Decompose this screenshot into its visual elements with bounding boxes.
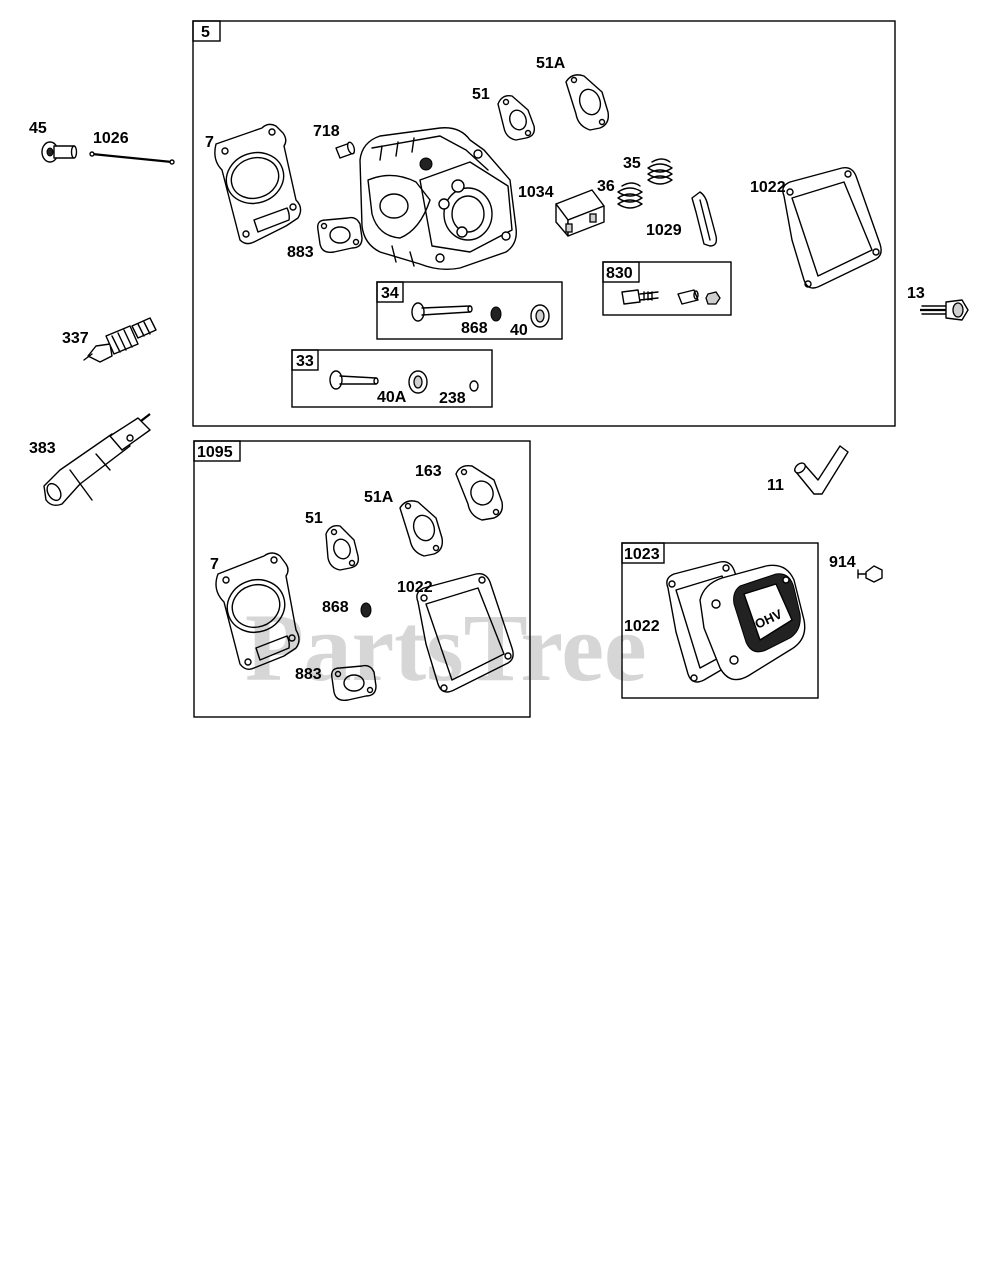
label-868[interactable]: 868 bbox=[461, 320, 488, 337]
label-35[interactable]: 35 bbox=[623, 155, 641, 172]
part-163-gasket-kit[interactable] bbox=[455, 464, 504, 521]
label-383[interactable]: 383 bbox=[29, 440, 56, 457]
part-238-valve-cap[interactable] bbox=[469, 380, 479, 392]
label-1022-cover[interactable]: 1022 bbox=[624, 618, 660, 635]
label-914[interactable]: 914 bbox=[829, 554, 856, 571]
label-718[interactable]: 718 bbox=[313, 123, 340, 140]
part-51A-gasket-kit[interactable] bbox=[399, 500, 444, 557]
group-34-tag[interactable]: 34 bbox=[381, 285, 399, 302]
group-5-tag[interactable]: 5 bbox=[201, 24, 210, 41]
group-830-tag[interactable]: 830 bbox=[606, 265, 633, 282]
part-868-valve-seal[interactable] bbox=[490, 306, 502, 322]
label-883-kit[interactable]: 883 bbox=[295, 666, 322, 683]
part-51A-insulator-gasket[interactable] bbox=[565, 74, 610, 131]
part-7-head-gasket-kit[interactable] bbox=[215, 552, 300, 671]
group-33: 33 bbox=[291, 349, 493, 408]
label-868-kit[interactable]: 868 bbox=[322, 599, 349, 616]
part-33-intake-valve[interactable] bbox=[329, 370, 379, 390]
label-45[interactable]: 45 bbox=[29, 120, 47, 137]
group-5: 5 bbox=[192, 20, 896, 427]
label-1026[interactable]: 1026 bbox=[93, 130, 129, 147]
part-718-dowel-pin[interactable] bbox=[335, 141, 356, 159]
label-40A[interactable]: 40A bbox=[377, 389, 407, 406]
part-883-gasket-kit[interactable] bbox=[330, 664, 377, 702]
label-1034[interactable]: 1034 bbox=[518, 184, 554, 201]
part-51-carburetor-gasket[interactable] bbox=[497, 94, 536, 141]
label-1022[interactable]: 1022 bbox=[750, 179, 786, 196]
group-830: 830 bbox=[602, 261, 732, 316]
part-1022-valve-cover-gasket[interactable] bbox=[782, 166, 882, 289]
part-7-head-gasket[interactable] bbox=[214, 123, 302, 245]
label-51[interactable]: 51 bbox=[472, 86, 490, 103]
label-883[interactable]: 883 bbox=[287, 244, 314, 261]
group-1095-tag[interactable]: 1095 bbox=[197, 444, 233, 461]
part-383-spark-plug-wrench[interactable] bbox=[43, 413, 151, 507]
group-1023: 1023 bbox=[621, 542, 819, 699]
label-51-kit[interactable]: 51 bbox=[305, 510, 323, 527]
part-40A-valve-retainer[interactable] bbox=[408, 370, 428, 394]
label-13[interactable]: 13 bbox=[907, 285, 925, 302]
part-1034-guide-plate[interactable] bbox=[555, 189, 605, 237]
cylinder-head-assembly[interactable] bbox=[359, 127, 517, 271]
group-34: 34 bbox=[376, 281, 563, 340]
part-914-screw[interactable] bbox=[857, 565, 883, 583]
label-11[interactable]: 11 bbox=[767, 477, 784, 494]
part-13-bolt[interactable] bbox=[920, 299, 969, 321]
part-1026-push-rod[interactable] bbox=[89, 151, 175, 165]
group-33-tag[interactable]: 33 bbox=[296, 353, 314, 370]
part-11-breather-hose[interactable] bbox=[793, 445, 849, 495]
label-238[interactable]: 238 bbox=[439, 390, 466, 407]
part-868-valve-seal-kit[interactable] bbox=[360, 602, 372, 618]
part-1029-rocker-arm[interactable] bbox=[691, 191, 718, 247]
label-40[interactable]: 40 bbox=[510, 322, 528, 339]
watermark: PartsTree bbox=[245, 594, 647, 701]
part-35-valve-spring[interactable] bbox=[647, 158, 673, 185]
part-45-breather-tube[interactable] bbox=[41, 141, 78, 163]
label-51A[interactable]: 51A bbox=[536, 55, 566, 72]
part-40-valve-retainer[interactable] bbox=[530, 304, 550, 328]
label-337[interactable]: 337 bbox=[62, 330, 89, 347]
label-7-kit[interactable]: 7 bbox=[210, 556, 219, 573]
part-883-intake-gasket[interactable] bbox=[316, 216, 363, 254]
label-1022-kit[interactable]: 1022 bbox=[397, 579, 433, 596]
label-7[interactable]: 7 bbox=[205, 134, 214, 151]
label-36[interactable]: 36 bbox=[597, 178, 615, 195]
label-51A-kit[interactable]: 51A bbox=[364, 489, 394, 506]
label-163[interactable]: 163 bbox=[415, 463, 442, 480]
part-36-valve-spring[interactable] bbox=[617, 182, 643, 209]
part-1022-gasket-kit[interactable] bbox=[416, 572, 514, 693]
part-830-rocker-stud-kit[interactable] bbox=[621, 289, 721, 305]
part-1023-valve-cover-assembly[interactable]: OHV bbox=[666, 560, 806, 683]
label-1029[interactable]: 1029 bbox=[646, 222, 682, 239]
part-51-gasket-kit[interactable] bbox=[325, 524, 360, 571]
group-1023-tag[interactable]: 1023 bbox=[624, 546, 660, 563]
group-1095: 1095 bbox=[193, 440, 531, 718]
part-337-spark-plug[interactable] bbox=[83, 317, 157, 363]
part-34-exhaust-valve[interactable] bbox=[411, 302, 473, 322]
